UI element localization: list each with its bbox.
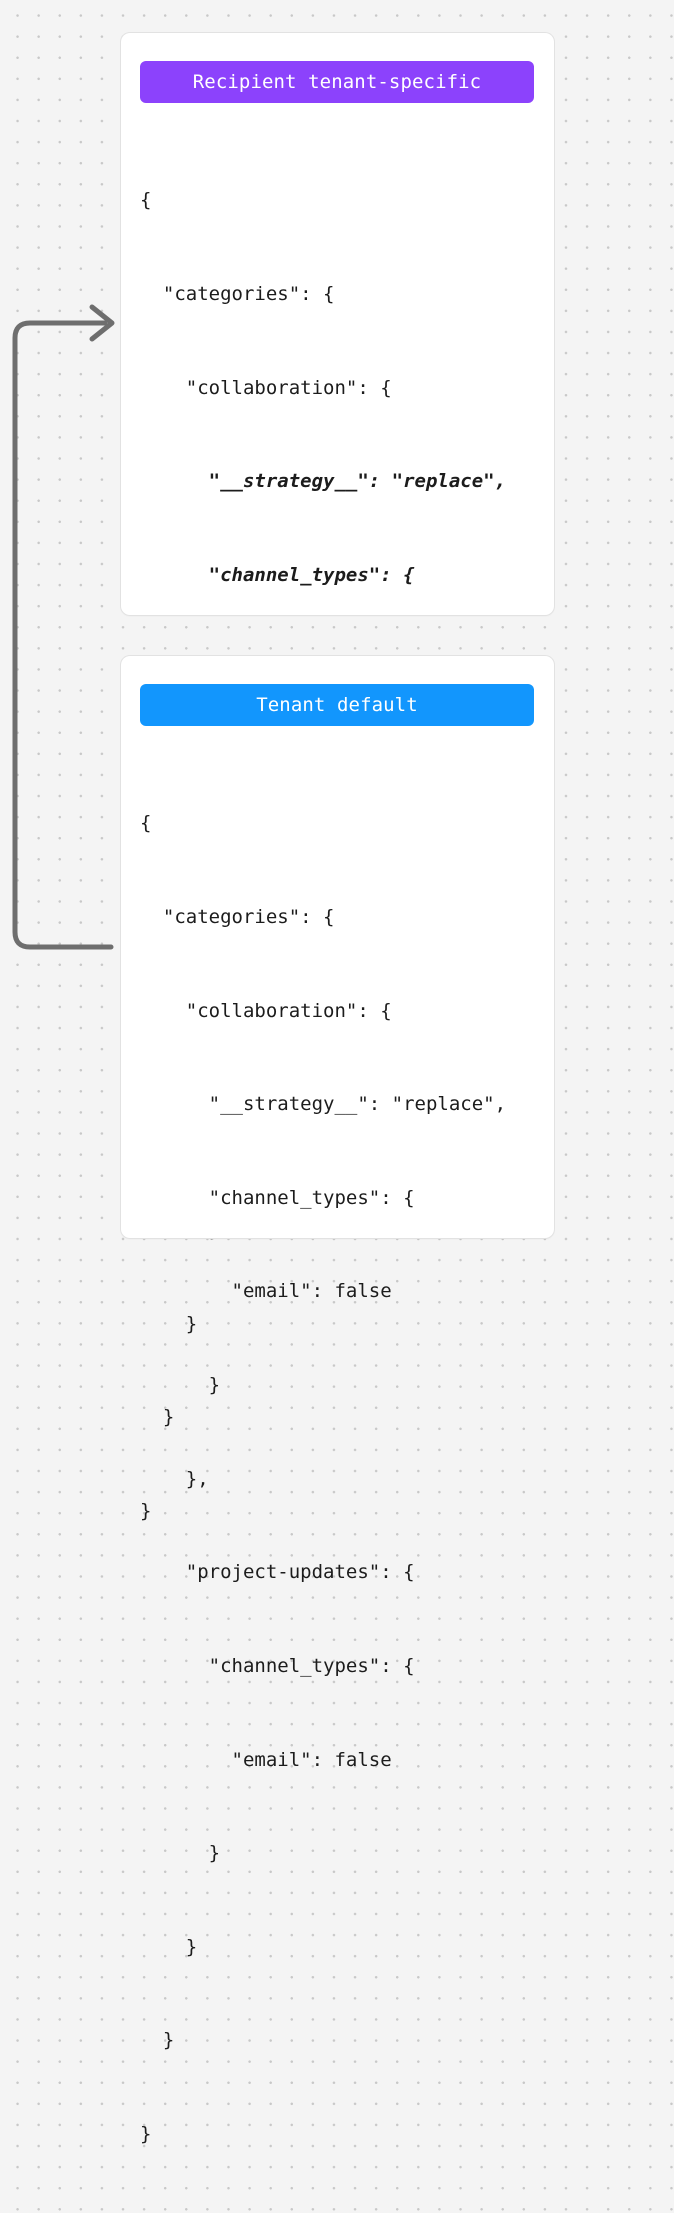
code-line: } bbox=[140, 1842, 221, 1865]
card-header-recipient-tenant-specific: Recipient tenant-specific bbox=[140, 61, 534, 103]
code-line: "email": false bbox=[140, 1748, 392, 1771]
code-line: "__strategy__": "replace", bbox=[140, 470, 507, 493]
code-line: "collaboration": { bbox=[140, 376, 392, 399]
code-line: { bbox=[140, 812, 152, 835]
code-line: "email": false bbox=[140, 1280, 392, 1303]
code-line: "project-updates": { bbox=[140, 1561, 415, 1584]
code-line: "collaboration": { bbox=[140, 999, 392, 1022]
code-line: "channel_types": { bbox=[140, 563, 415, 586]
code-line: "channel_types": { bbox=[140, 1654, 415, 1677]
code-line: } bbox=[140, 2122, 152, 2145]
code-block-tenant-default: { "categories": { "collaboration": { "__… bbox=[140, 746, 544, 2213]
code-line: "categories": { bbox=[140, 906, 335, 929]
code-line: "__strategy__": "replace", bbox=[140, 1093, 507, 1116]
card-tenant-default[interactable]: Tenant default { "categories": { "collab… bbox=[121, 656, 554, 2145]
code-line: "categories": { bbox=[140, 283, 335, 306]
code-line: } bbox=[140, 2029, 175, 2052]
code-line: } bbox=[140, 1374, 221, 1397]
code-line: { bbox=[140, 189, 152, 212]
card-recipient-tenant-specific[interactable]: Recipient tenant-specific { "categories"… bbox=[121, 33, 554, 1522]
code-line: }, bbox=[140, 1467, 209, 1490]
diagram-canvas: Recipient tenant-specific { "categories"… bbox=[12, 33, 554, 2145]
code-line: } bbox=[140, 1935, 198, 1958]
code-line: "channel_types": { bbox=[140, 1186, 415, 1209]
card-header-tenant-default: Tenant default bbox=[140, 684, 534, 726]
